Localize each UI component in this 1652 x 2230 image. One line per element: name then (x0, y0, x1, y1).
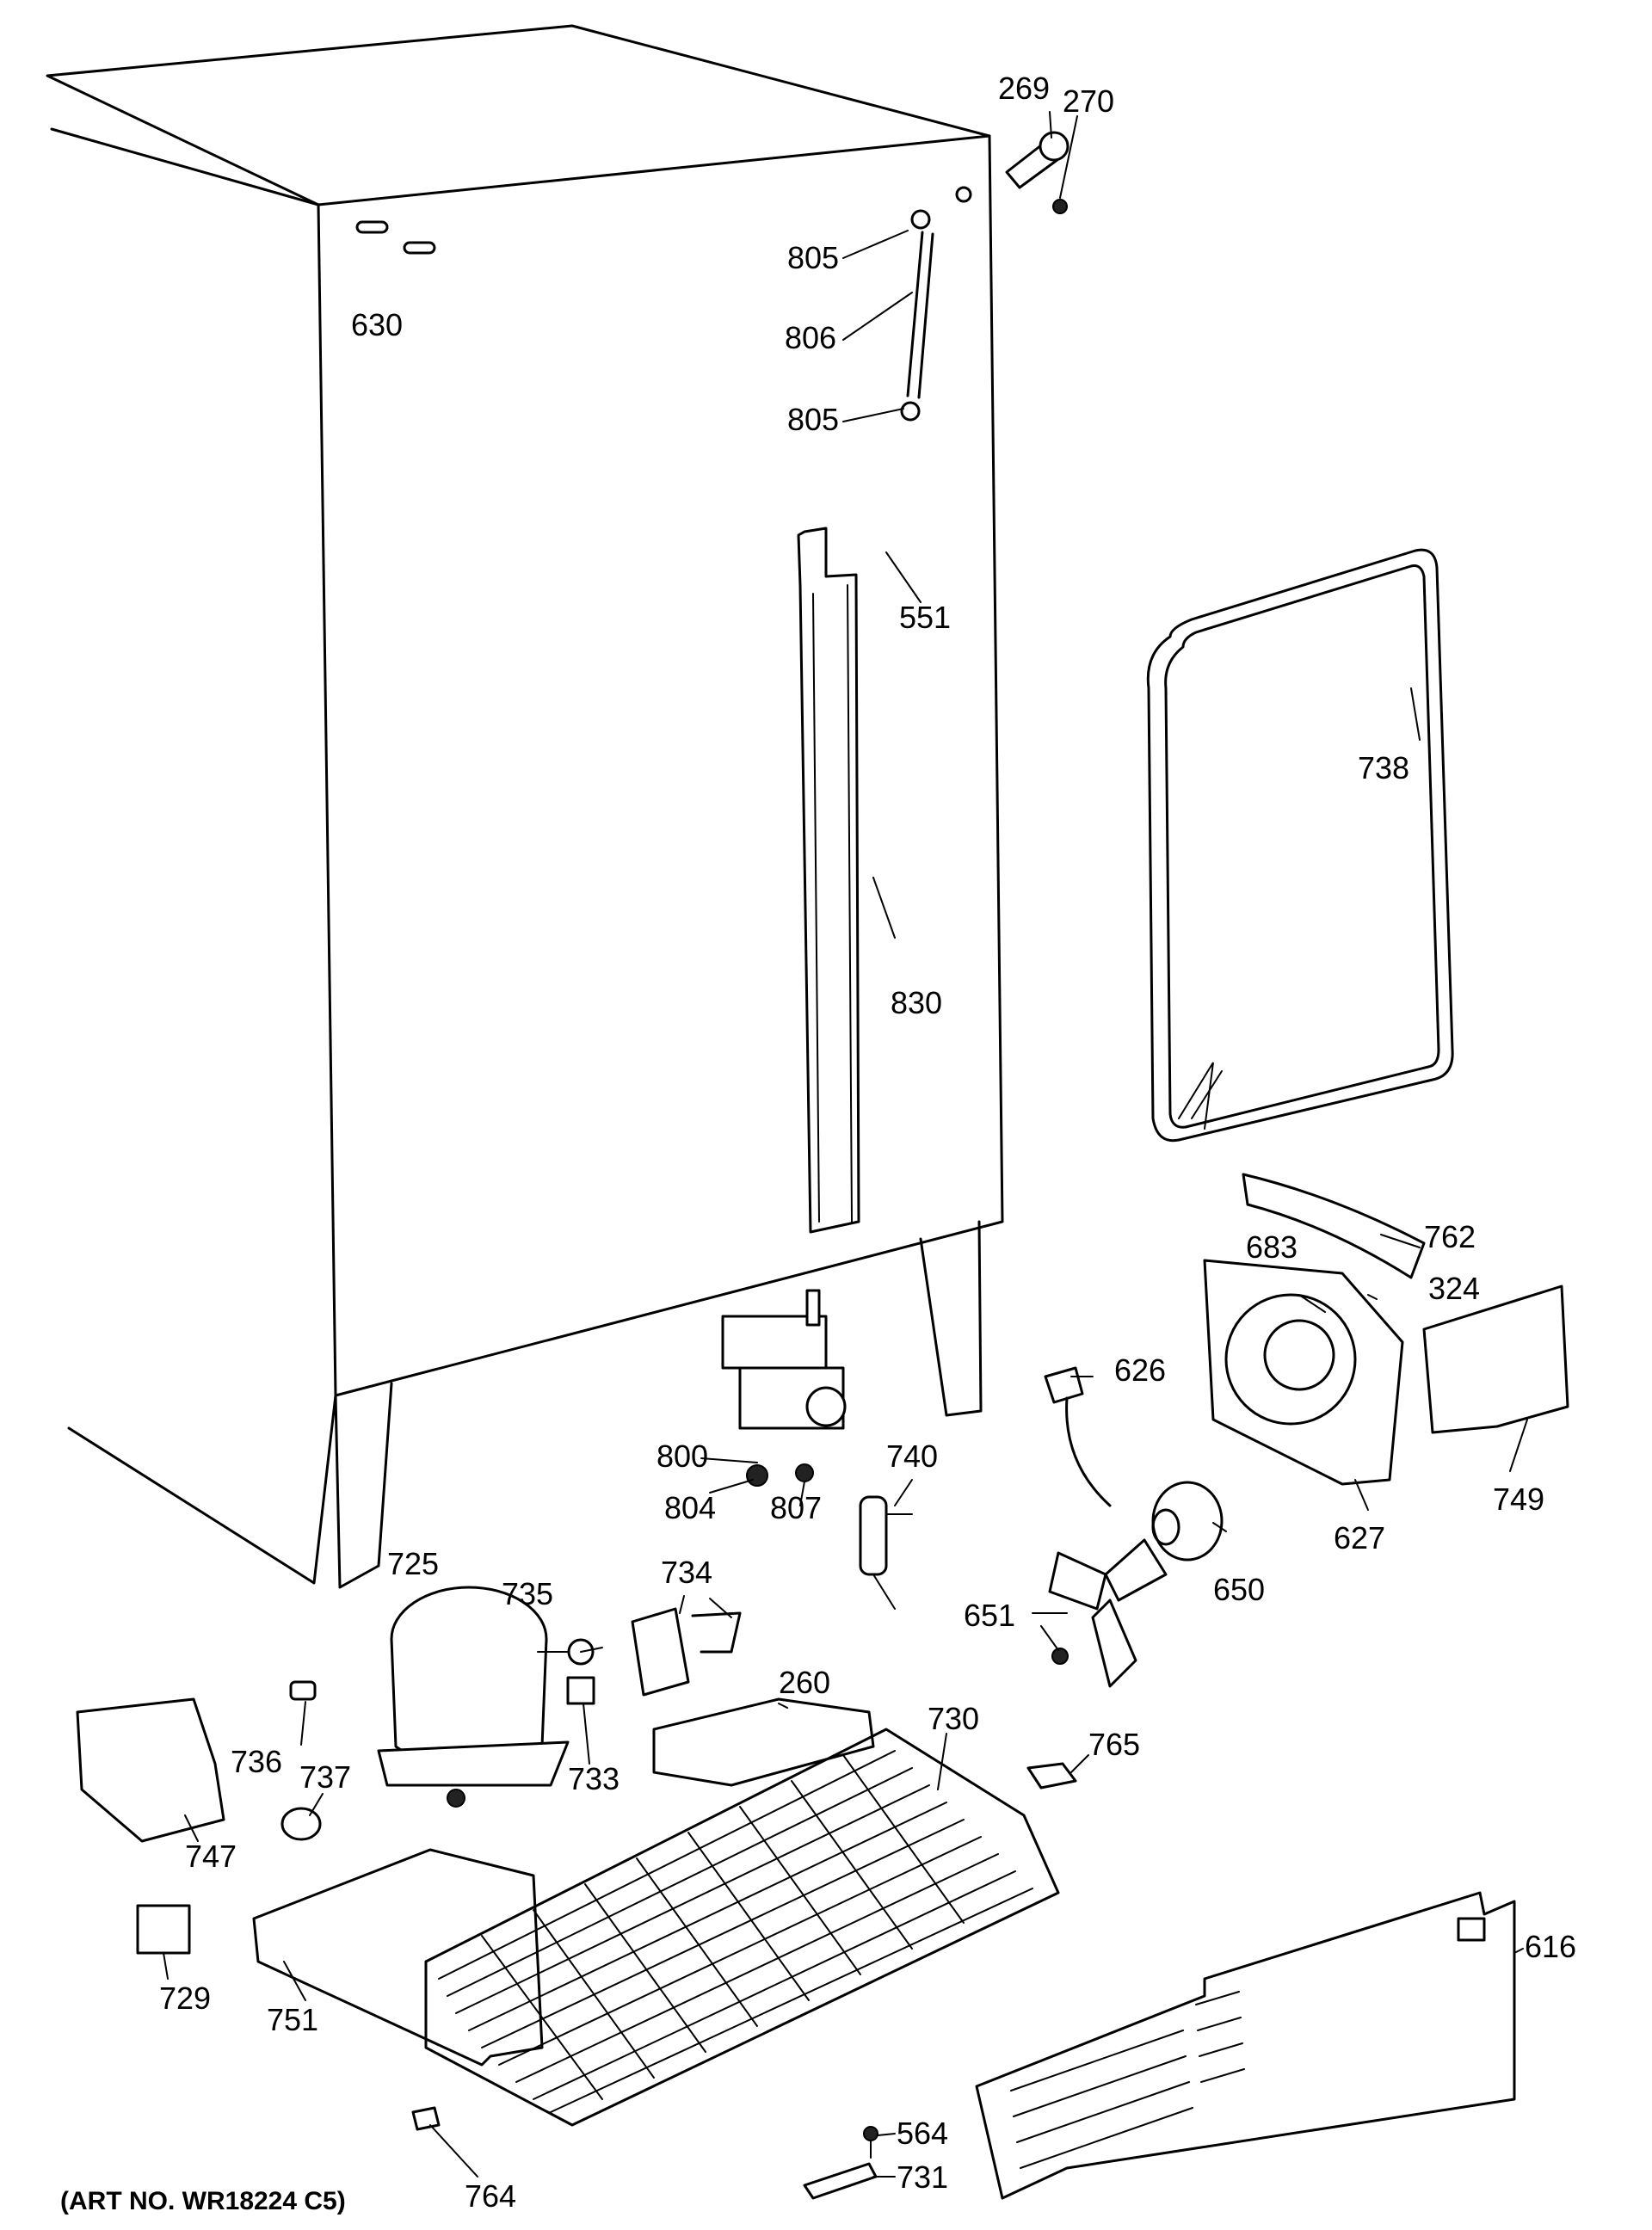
label-765: 765 (1088, 1727, 1140, 1762)
label-269: 269 (998, 71, 1050, 106)
label-626: 626 (1114, 1352, 1166, 1388)
label-725: 725 (387, 1546, 439, 1581)
label-805-bottom: 805 (787, 402, 839, 437)
part-627-fan-shroud (1203, 1259, 1404, 1486)
part-734-relay (631, 1607, 742, 1697)
label-551: 551 (899, 600, 951, 635)
label-260: 260 (779, 1665, 830, 1700)
part-269-bracket (1005, 131, 1069, 214)
label-564: 564 (897, 2116, 948, 2151)
label-806: 806 (785, 320, 836, 355)
label-804: 804 (664, 1490, 716, 1525)
label-627: 627 (1334, 1520, 1385, 1555)
label-730: 730 (928, 1701, 979, 1736)
part-labels: 269 270 805 806 805 630 551 738 830 762 … (60, 71, 1576, 2215)
leader-lines (163, 111, 1528, 2178)
label-751: 751 (267, 2002, 318, 2037)
part-765-clip (1026, 1762, 1077, 1790)
label-630: 630 (351, 307, 403, 342)
part-626-power-cord (1044, 1366, 1112, 1507)
part-650-fan-motor (1151, 1481, 1224, 1562)
label-650: 650 (1213, 1572, 1265, 1607)
label-736: 736 (231, 1744, 282, 1779)
part-751-base-pan (252, 1848, 544, 2067)
part-749-cover-panel (1422, 1284, 1569, 1434)
label-616: 616 (1525, 1929, 1576, 1964)
part-800-water-valve (721, 1289, 847, 1487)
label-740: 740 (886, 1438, 938, 1474)
label-830: 830 (891, 985, 942, 1020)
label-749: 749 (1493, 1482, 1544, 1517)
part-651-fan-blade (1048, 1538, 1168, 1688)
label-738: 738 (1358, 750, 1409, 785)
label-807: 807 (770, 1490, 822, 1525)
part-725-compressor (377, 1586, 570, 1808)
label-270: 270 (1063, 83, 1114, 119)
label-733: 733 (568, 1761, 620, 1796)
part-740-capacitor (859, 1495, 913, 1610)
label-805-top: 805 (787, 240, 839, 275)
label-729: 729 (159, 1981, 211, 2016)
part-616-grille (975, 1891, 1516, 2200)
label-800: 800 (656, 1438, 708, 1474)
label-764: 764 (465, 2178, 516, 2214)
label-747: 747 (185, 1839, 237, 1874)
label-731: 731 (897, 2159, 948, 2195)
label-762: 762 (1424, 1219, 1476, 1254)
label-737: 737 (299, 1759, 351, 1795)
part-738-condenser-loop (1146, 548, 1454, 1143)
label-683: 683 (1246, 1229, 1298, 1265)
label-324: 324 (1428, 1271, 1480, 1306)
refrigerator-cabinet (46, 24, 1004, 1589)
part-762-insulation-strip (1242, 1173, 1426, 1279)
art-number: (ART NO. WR18224 C5) (60, 2187, 346, 2215)
part-747-control-box (76, 1697, 225, 1843)
label-734: 734 (661, 1555, 712, 1590)
label-651: 651 (964, 1598, 1015, 1633)
label-735: 735 (502, 1576, 553, 1611)
part-730-condenser-coil (424, 1728, 1060, 2127)
part-260-drain-pan (652, 1697, 875, 1787)
